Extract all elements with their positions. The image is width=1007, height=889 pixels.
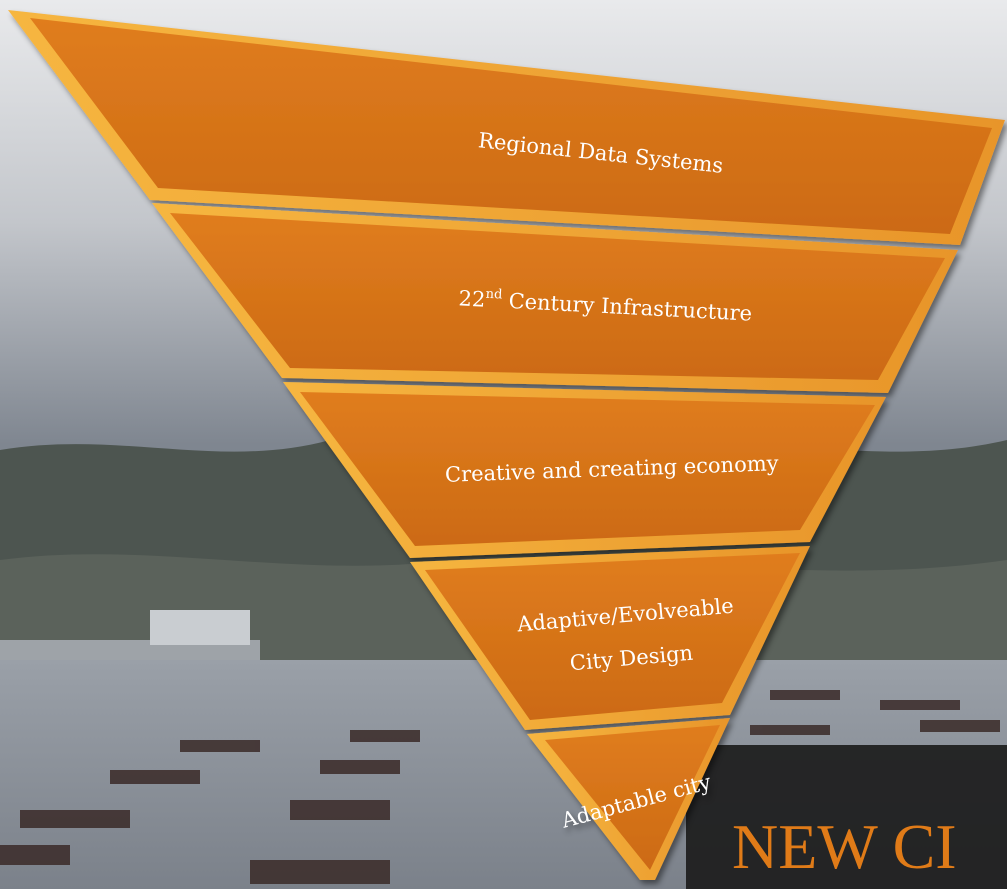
title-banner: NEW CI bbox=[686, 745, 1007, 889]
pyramid-level-5: Adaptable city bbox=[527, 718, 730, 880]
title-banner-text: NEW CI bbox=[732, 811, 957, 882]
title-banner-background bbox=[686, 745, 1007, 889]
pyramid-level-2-label-number: 22 bbox=[458, 286, 486, 311]
pyramid-level-2-label-suffix: nd bbox=[485, 287, 502, 303]
pyramid-level-1: Regional Data Systems bbox=[8, 10, 1005, 245]
pyramid-level-2: 22nd Century Infrastructure bbox=[152, 203, 958, 393]
pyramid-level-4: Adaptive/Evolveable City Design bbox=[410, 546, 810, 730]
inverted-pyramid: Regional Data Systems 22nd Century Infra… bbox=[8, 10, 1005, 880]
pyramid-level-3: Creative and creating economy bbox=[283, 382, 886, 558]
